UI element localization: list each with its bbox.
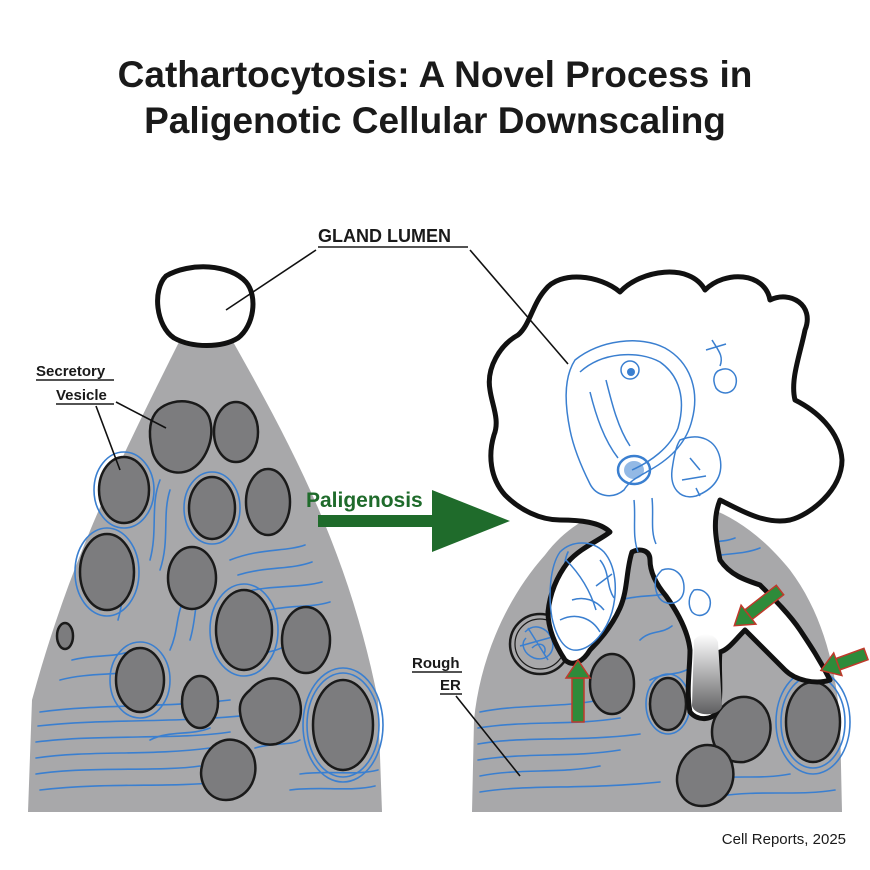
rough-er-label-line-2: ER: [440, 677, 461, 694]
diagram-title: Cathartocytosis: A Novel Process in Pali…: [0, 52, 870, 144]
secretory-label-line-2: Vesicle: [56, 387, 107, 404]
gland-lumen-label: GLAND LUMEN: [318, 226, 451, 246]
paligenosis-arrow: Paligenosis: [306, 489, 510, 552]
rough-er-label-group: Rough ER: [412, 655, 521, 777]
title-line-1: Cathartocytosis: A Novel Process in: [117, 54, 753, 95]
secretory-vesicle-label-group: Secretory Vesicle: [36, 363, 167, 471]
left-cell: [28, 264, 384, 812]
rough-er-label-line-1: Rough: [412, 655, 459, 672]
cathartocytosis-arrows: [564, 584, 870, 723]
invagination-plug: [692, 634, 722, 715]
left-gland-lumen: [155, 264, 256, 348]
secretory-label-line-1: Secretory: [36, 363, 106, 380]
title-line-2: Paligenotic Cellular Downscaling: [144, 100, 726, 141]
left-vesicles: [55, 400, 384, 802]
right-cell: [472, 269, 870, 812]
extruded-cytoplasm: [549, 339, 738, 651]
citation-credit: Cell Reports, 2025: [721, 831, 846, 848]
paligenosis-label: Paligenosis: [306, 489, 423, 512]
gland-lumen-label-group: GLAND LUMEN: [225, 226, 569, 365]
